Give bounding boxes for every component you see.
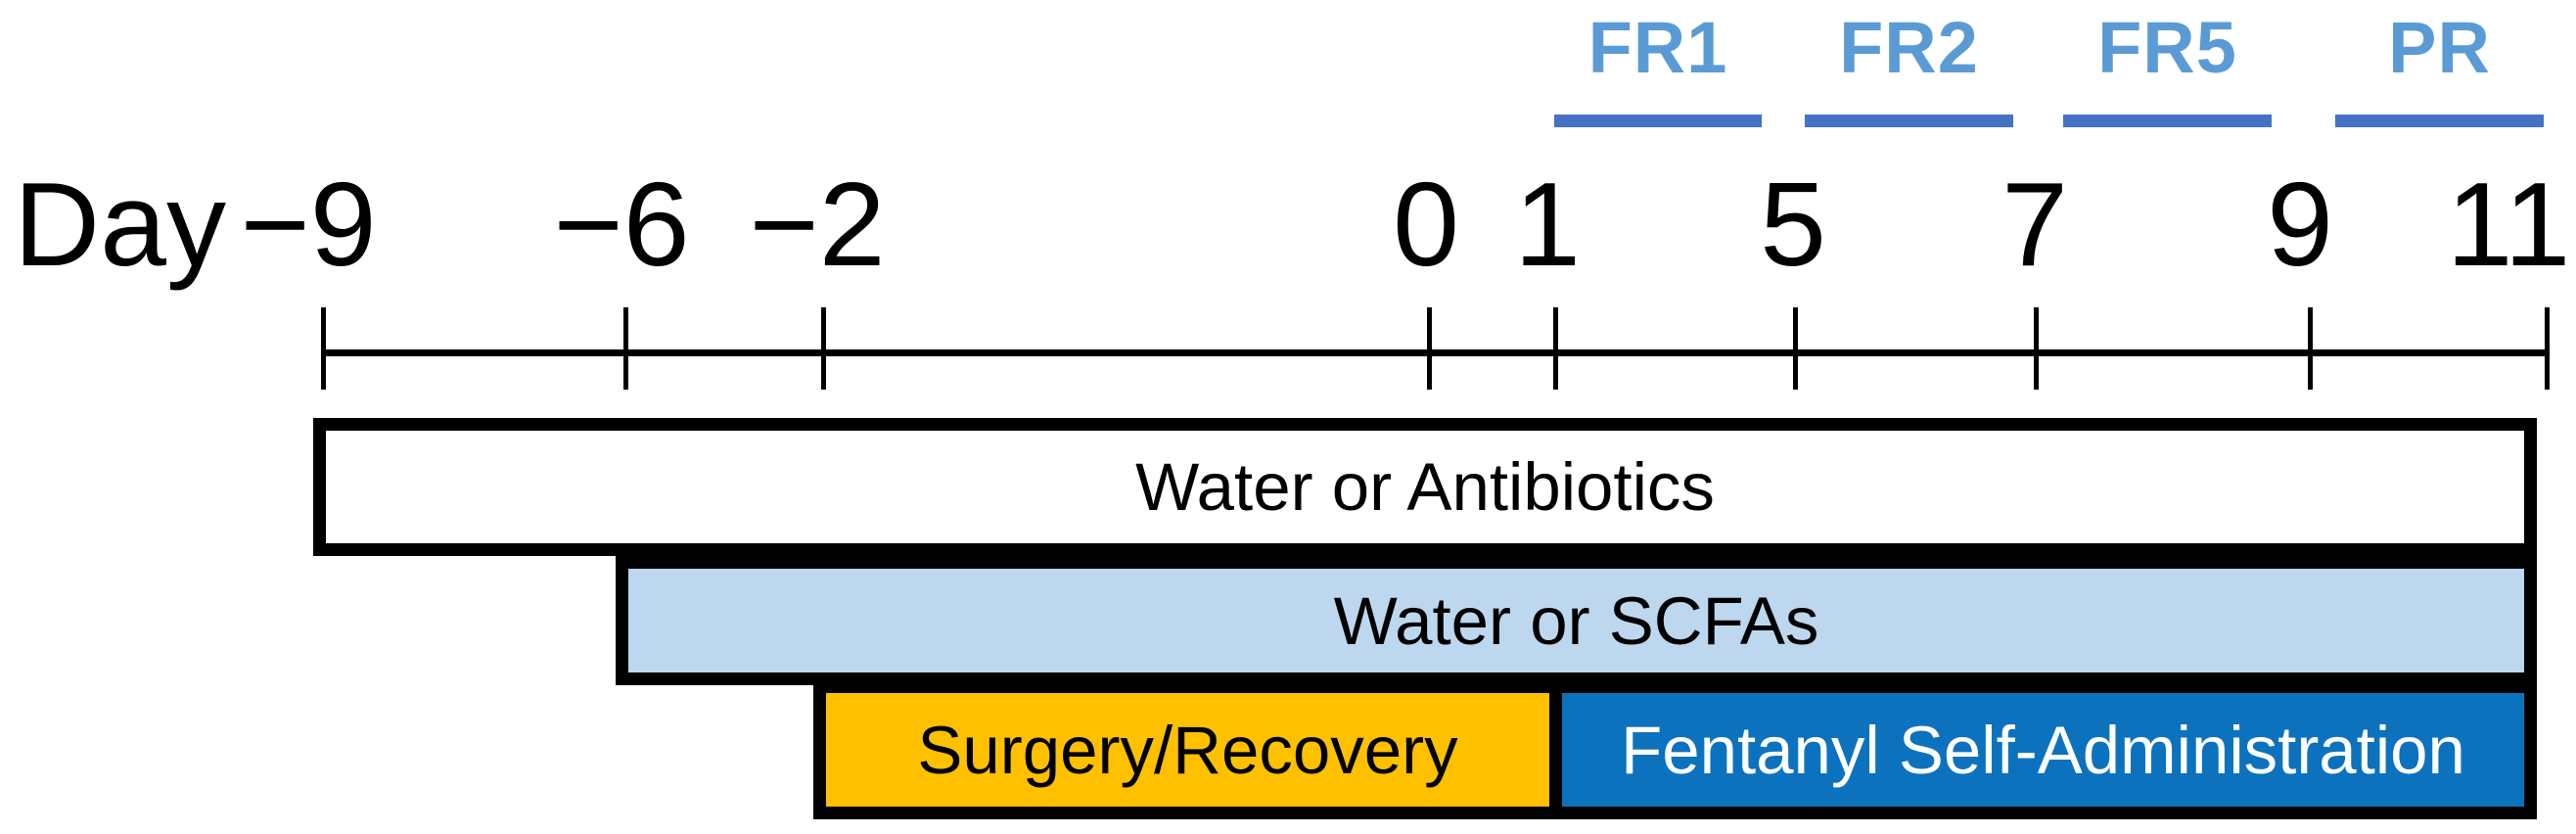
timeline-axis-line [321,349,2550,356]
day-label-minus9: −9 [240,158,377,291]
antibiotics-bar: Water or Antibiotics [313,418,2537,556]
axis-day-label: Day [14,158,226,291]
phase-label-fr2: FR2 [1839,7,1979,88]
phase-underline-fr5 [2063,115,2272,127]
phase-label-pr: PR [2388,7,2491,88]
surgery-bar-label: Surgery/Recovery [917,712,1458,788]
day-label-1: 1 [1514,158,1581,291]
axis-tick-1 [1553,307,1558,390]
phase-underline-fr1 [1554,115,1762,127]
axis-tick-minus2 [821,307,826,390]
day-label-minus6: −6 [553,158,690,291]
axis-tick-11 [2545,307,2550,390]
phase-underline-fr2 [1805,115,2013,127]
axis-tick-5 [1793,307,1798,390]
day-label-0: 0 [1393,158,1459,291]
fentanyl-bar: Fentanyl Self-Administration [1549,680,2537,819]
axis-tick-9 [2308,307,2313,390]
day-label-5: 5 [1760,158,1826,291]
scfa-bar: Water or SCFAs [616,556,2537,685]
surgery-bar: Surgery/Recovery [813,680,1562,819]
day-label-9: 9 [2267,158,2333,291]
scfa-bar-label: Water or SCFAs [1333,582,1819,659]
day-label-minus2: −2 [749,158,886,291]
phase-label-fr5: FR5 [2097,7,2237,88]
antibiotics-bar-label: Water or Antibiotics [1135,449,1715,525]
phase-underline-pr [2335,115,2544,127]
axis-tick-minus9 [321,307,326,390]
fentanyl-bar-label: Fentanyl Self-Administration [1621,712,2465,788]
axis-tick-0 [1427,307,1432,390]
phase-label-fr1: FR1 [1587,7,1728,88]
day-label-7: 7 [2001,158,2068,291]
axis-tick-7 [2034,307,2039,390]
day-label-11: 11 [2446,158,2571,291]
axis-tick-minus6 [623,307,628,390]
